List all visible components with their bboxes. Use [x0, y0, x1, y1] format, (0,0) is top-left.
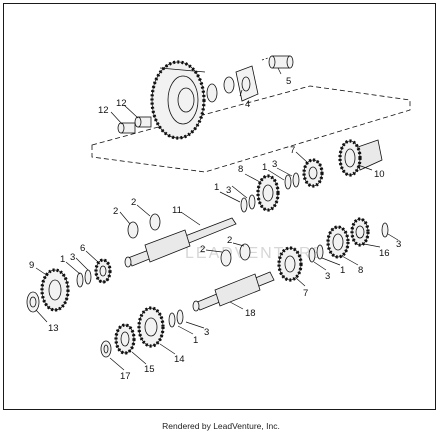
callout-2: 2: [227, 235, 232, 246]
part-4-plate: [206, 57, 269, 103]
callout-7: 7: [303, 288, 308, 299]
callout-4: 4: [245, 99, 250, 110]
part-8-gear-lower: [326, 225, 350, 259]
part-5-bushing: [268, 55, 294, 69]
callout-1: 1: [340, 265, 345, 276]
credit-text: Rendered by LeadVenture, Inc.: [162, 421, 280, 431]
callout-3: 3: [204, 327, 209, 338]
callout-6: 6: [80, 243, 85, 254]
part-2-keepers-upper: [127, 213, 161, 239]
part-large-drum: [150, 60, 206, 140]
callout-2: 2: [113, 206, 118, 217]
callout-1: 1: [193, 335, 198, 346]
callout-3: 3: [272, 159, 277, 170]
part-14-gear: [137, 306, 165, 348]
part-11-mainshaft: [124, 217, 237, 268]
callout-8: 8: [238, 164, 243, 175]
callout-labels: 5 4 12 12 10 7 3 1 8 3 1 11 2 2 9 1 3 6 …: [29, 76, 401, 382]
part-18-countershaft: [192, 271, 275, 312]
part-7-gear-upper: [302, 158, 324, 188]
part-13-thrust-washer: [26, 291, 40, 313]
washers-right-middle: [308, 222, 389, 263]
callout-2: 2: [200, 244, 205, 255]
callout-7: 7: [290, 145, 295, 156]
callout-3: 3: [325, 271, 330, 282]
callout-18: 18: [245, 308, 256, 319]
part-12-needle-bearing: [117, 116, 152, 134]
part-2-keepers-lower: [220, 243, 251, 267]
part-16-gear: [350, 217, 370, 247]
part-6-gear: [94, 258, 112, 284]
part-15-gear: [114, 323, 136, 355]
watermark: LEADVENTURE: [185, 245, 325, 262]
callout-15: 15: [144, 364, 155, 375]
callout-3: 3: [226, 185, 231, 196]
leader-lines: [35, 67, 399, 371]
part-17-washer: [100, 340, 112, 358]
callout-14: 14: [174, 354, 185, 365]
part-10-drive-gear: [338, 139, 383, 177]
part-7-gear-lower: [277, 246, 303, 282]
callout-16: 16: [379, 248, 390, 259]
callout-8: 8: [358, 265, 363, 276]
callout-5: 5: [286, 76, 291, 87]
part-8-gear-upper: [256, 174, 280, 212]
callout-17: 17: [120, 371, 131, 382]
callout-2: 2: [131, 197, 136, 208]
callout-13: 13: [48, 323, 59, 334]
callout-12: 12: [116, 98, 127, 109]
callout-10: 10: [374, 169, 385, 180]
callout-3: 3: [70, 252, 75, 263]
callout-11: 11: [172, 205, 182, 216]
subassembly-outline: [91, 85, 411, 173]
callout-1: 1: [60, 254, 65, 265]
callout-1: 1: [214, 182, 219, 193]
diagram-border: [3, 3, 436, 410]
callout-3: 3: [396, 239, 401, 250]
washers-left: [76, 269, 92, 288]
part-9-gear: [40, 268, 70, 312]
washers-bottom: [168, 309, 184, 328]
callout-9: 9: [29, 260, 34, 271]
callout-1: 1: [262, 162, 267, 173]
callout-12: 12: [98, 105, 109, 116]
washers-upper: [240, 172, 300, 213]
